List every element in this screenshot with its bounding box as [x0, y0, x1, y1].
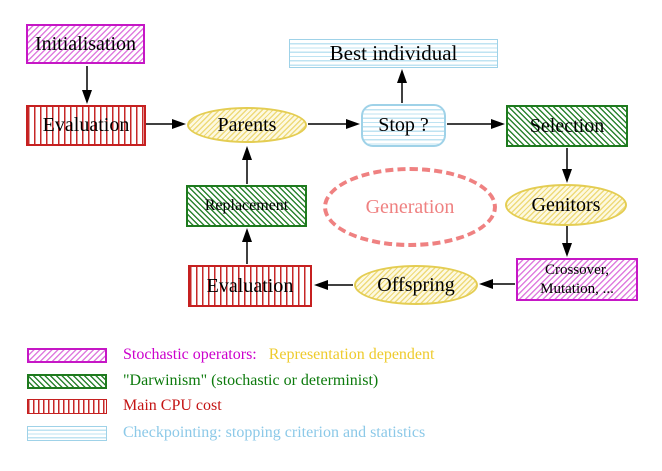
legend-row-darwinism: "Darwinism" (stochastic or determinist) [27, 372, 378, 390]
legend-label-checkpointing: Checkpointing: stopping criterion and st… [123, 424, 426, 441]
arrow-parents-to-stop [308, 119, 360, 129]
legend-row-checkpointing: Checkpointing: stopping criterion and st… [27, 424, 425, 442]
legend-swatch-darwinism [27, 373, 107, 389]
node-genitors-label: Genitors [531, 193, 601, 216]
arrow-crossover-to-offspring [479, 279, 515, 289]
node-evaluation-bottom: Evaluation [188, 265, 312, 307]
arrow-replacement-to-parents [242, 146, 252, 184]
node-crossover-label: Crossover, [545, 261, 609, 278]
node-stop: Stop ? [361, 104, 446, 147]
node-generation-label: Generation [365, 195, 455, 218]
arrow-selection-to-genitors [562, 148, 572, 183]
node-evaluation-top: Evaluation [26, 105, 146, 146]
legend-label-main-cpu-cost: Main CPU cost [123, 397, 222, 414]
arrow-stop-to-selection [447, 119, 505, 129]
legend-swatch-stochastic-operators [27, 347, 107, 363]
node-offspring-label: Offspring [377, 273, 455, 296]
node-initialisation: Initialisation [26, 24, 145, 64]
node-replacement: Replacement [186, 185, 307, 227]
arrow-offspring-to-evaluation [314, 280, 353, 290]
node-evaluation-top-label: Evaluation [42, 114, 130, 136]
node-best-individual-label: Best individual [329, 41, 458, 65]
node-stop-label: Stop ? [378, 114, 429, 136]
legend-row-stochastic-operators: Stochastic operators: Representation depe… [27, 346, 434, 364]
legend-swatch-main-cpu-cost [27, 398, 107, 414]
arrow-initialisation-to-evaluation [82, 66, 92, 104]
node-generation: Generation [323, 167, 497, 247]
node-replacement-label: Replacement [204, 197, 289, 214]
node-initialisation-label: Initialisation [34, 32, 137, 55]
legend-swatch-checkpointing [27, 425, 107, 441]
node-parents-label: Parents [217, 113, 277, 136]
legend-label-stochastic-operators: Stochastic operators: Representation depe… [123, 346, 434, 364]
node-selection-label: Selection [529, 114, 605, 137]
arrow-evaluation-to-replacement [242, 228, 252, 264]
node-selection: Selection [506, 105, 628, 147]
arrow-stop-to-best-individual [397, 69, 407, 103]
node-genitors: Genitors [505, 184, 627, 226]
node-parents: Parents [187, 107, 307, 143]
node-best-individual: Best individual [289, 39, 498, 68]
arrow-evaluation-to-parents [146, 119, 186, 129]
node-offspring: Offspring [354, 265, 478, 305]
legend-label-darwinism: "Darwinism" (stochastic or determinist) [123, 372, 379, 389]
arrow-genitors-to-crossover [562, 226, 572, 257]
node-evaluation-bottom-label: Evaluation [206, 274, 294, 297]
node-mutation-label: Mutation, ... [540, 280, 614, 297]
legend-label-representation-dependent: Representation dependent [268, 346, 435, 363]
node-crossover-mutation: Crossover, Mutation, ... [516, 258, 638, 301]
legend-label-stochastic-operators-text: Stochastic operators: [123, 346, 257, 363]
legend-row-main-cpu-cost: Main CPU cost [27, 397, 222, 415]
